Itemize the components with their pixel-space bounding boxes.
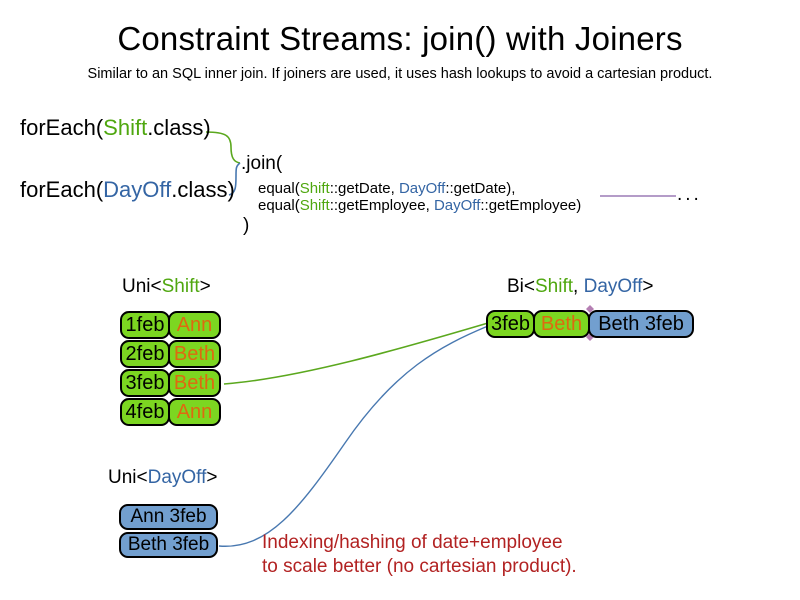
cell-text: Ann	[176, 400, 213, 423]
code-foreach-shift: forEach(Shift.class)	[20, 115, 211, 141]
label-text: ,	[573, 276, 584, 297]
cell-text: Ann	[176, 313, 213, 336]
label-text: >	[199, 276, 211, 297]
note-line: Indexing/hashing of date+employee	[262, 532, 563, 553]
label-text: >	[206, 467, 218, 488]
code-text: forEach(	[20, 177, 104, 202]
label-text: Uni<	[108, 467, 148, 488]
shift-class-token: Shift	[299, 180, 330, 197]
bi-label: Bi<Shift, DayOff>	[507, 276, 653, 298]
table-row: 1feb Ann	[120, 311, 221, 339]
cell-text: 4feb	[125, 400, 165, 423]
bi-shift-employee-cell: Beth	[533, 310, 590, 338]
code-text: equal(	[258, 197, 300, 214]
cell-text: Beth	[173, 371, 216, 394]
shift-class-token: Shift	[299, 197, 330, 214]
code-text: ::getDate),	[445, 180, 516, 197]
table-row: 3feb Beth	[120, 369, 221, 397]
shift-employee-cell: Beth	[168, 340, 221, 368]
code-joiner-equal-date: equal(Shift::getDate, DayOff::getDate),	[258, 180, 515, 197]
cell-text: Beth 3feb	[598, 312, 684, 335]
dayoff-cell: Beth 3feb	[119, 532, 218, 558]
dayoff-row-to-bi-connector	[218, 325, 489, 547]
code-text: equal(	[258, 180, 300, 197]
shift-type-token: Shift	[161, 276, 200, 297]
note-line: to scale better (no cartesian product).	[262, 556, 577, 577]
code-text: ::getDate,	[329, 180, 399, 197]
label-text: Bi<	[507, 276, 535, 297]
table-row: 2feb Beth	[120, 340, 221, 368]
shift-employee-cell: Ann	[168, 398, 221, 426]
cell-text: Beth	[173, 342, 216, 365]
label-text: Uni<	[122, 276, 162, 297]
uni-shift-label: Uni<Shift>	[122, 276, 211, 298]
cell-text: 3feb	[125, 371, 165, 394]
cell-text: Beth	[540, 312, 583, 335]
code-text: ::getEmployee)	[480, 197, 582, 214]
bi-result-row: 3feb Beth Beth 3feb	[486, 310, 694, 338]
shift-employee-cell: Ann	[168, 311, 221, 339]
cell-text: Beth 3feb	[127, 534, 210, 555]
cell-text: Ann 3feb	[130, 506, 207, 527]
cell-text: 2feb	[125, 342, 165, 365]
bi-shift-date-cell: 3feb	[486, 310, 535, 338]
dayoff-class-token: DayOff	[398, 180, 446, 197]
shift-class-token: Shift	[103, 115, 148, 140]
uni-shift-table: 1feb Ann 2feb Beth 3feb Beth 4feb Ann	[120, 311, 221, 426]
shift-row-to-bi-connector	[223, 322, 489, 385]
dayoff-class-token: DayOff	[433, 197, 481, 214]
bi-dayoff-cell: Beth 3feb	[588, 310, 694, 338]
indexing-note: Indexing/hashing of date+employee to sca…	[262, 531, 577, 579]
shift-date-cell: 4feb	[120, 398, 170, 426]
code-text: forEach(	[20, 115, 104, 140]
more-joiners-ellipsis: ...	[677, 184, 702, 205]
label-text: >	[642, 276, 654, 297]
code-join-open: .join(	[241, 153, 283, 174]
dayoff-type-token: DayOff	[583, 276, 643, 297]
shift-date-cell: 2feb	[120, 340, 170, 368]
shift-type-token: Shift	[535, 276, 574, 297]
cell-text: 1feb	[125, 313, 165, 336]
code-text: .class)	[147, 115, 211, 140]
dayoff-class-token: DayOff	[103, 177, 172, 202]
shift-date-cell: 3feb	[120, 369, 170, 397]
shift-to-join-connector	[205, 131, 241, 164]
page-subtitle: Similar to an SQL inner join. If joiners…	[87, 66, 713, 82]
code-joiner-equal-employee: equal(Shift::getEmployee, DayOff::getEmp…	[258, 197, 581, 214]
page-title: Constraint Streams: join() with Joiners	[117, 20, 683, 57]
code-join-close: )	[243, 215, 250, 236]
dayoff-type-token: DayOff	[147, 467, 207, 488]
shift-employee-cell: Beth	[168, 369, 221, 397]
cell-text: 3feb	[491, 312, 530, 335]
uni-dayoff-table: Ann 3feb Beth 3feb	[119, 504, 218, 558]
code-text: ::getEmployee,	[329, 197, 434, 214]
shift-date-cell: 1feb	[120, 311, 170, 339]
table-row: 4feb Ann	[120, 398, 221, 426]
code-text: .class)	[171, 177, 235, 202]
dayoff-cell: Ann 3feb	[119, 504, 218, 530]
uni-dayoff-label: Uni<DayOff>	[108, 467, 218, 489]
code-foreach-dayoff: forEach(DayOff.class)	[20, 177, 235, 203]
